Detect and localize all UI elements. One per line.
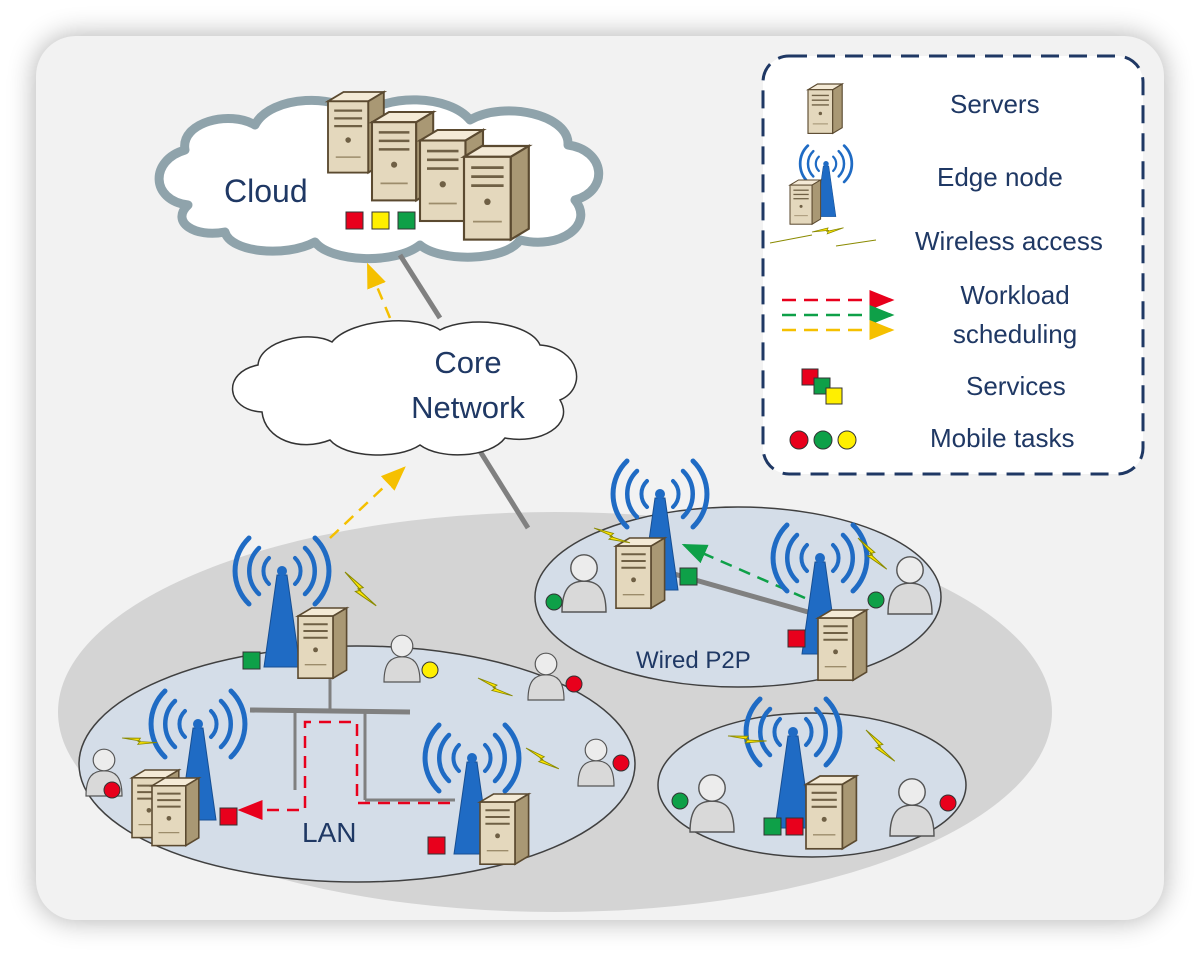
schedule-arrow-to-cloud — [366, 262, 392, 319]
server-icon — [816, 608, 868, 682]
legend-workload-line1: Workload — [960, 280, 1069, 310]
task-green — [867, 591, 885, 609]
service-red — [345, 211, 364, 230]
core-network-icon — [231, 320, 578, 456]
schedule-arrow-to-core — [329, 466, 406, 539]
lan-bus — [249, 665, 455, 802]
lan-label: LAN — [302, 817, 356, 848]
task-red — [103, 781, 121, 799]
server-icon — [296, 606, 348, 680]
server-icon — [804, 774, 858, 850]
server-icon — [462, 144, 531, 241]
core-edge-link — [475, 446, 531, 530]
legend-workload-line2: scheduling — [953, 319, 1077, 349]
server-icon — [478, 792, 530, 866]
edge-node-lan-left — [131, 691, 245, 847]
service-red — [219, 807, 238, 826]
server-icon — [614, 536, 666, 610]
wired-p2p-label: Wired P2P — [636, 647, 751, 674]
service-green — [763, 817, 782, 836]
edge-node-lan-top — [235, 538, 348, 680]
service-green — [679, 567, 698, 586]
legend-tasks-label: Mobile tasks — [930, 423, 1075, 453]
legend-scheduling-arrows — [782, 290, 895, 340]
edge-node-p2p-left — [613, 461, 707, 610]
task-red — [939, 794, 957, 812]
cloud-core-link — [397, 253, 443, 320]
edge-node-lan-right — [425, 725, 530, 866]
server-icon — [151, 777, 200, 847]
cloud-label: Cloud — [224, 173, 308, 209]
service-red — [785, 817, 804, 836]
service-red — [787, 629, 806, 648]
legend-services-label: Services — [966, 371, 1066, 401]
task-green — [671, 792, 689, 810]
service-green — [242, 651, 261, 670]
legend-wireless-label: Wireless access — [915, 226, 1103, 256]
service-green — [397, 211, 416, 230]
legend-services-icon — [801, 368, 843, 405]
edge-node-wireless — [746, 699, 858, 850]
task-yellow — [421, 661, 439, 679]
lan-schedule-arrow — [237, 720, 450, 820]
service-yellow — [371, 211, 390, 230]
task-red — [565, 675, 583, 693]
legend-tasks-icon — [789, 430, 857, 450]
legend-server-icon — [807, 83, 843, 135]
core-label-line1: Core — [434, 345, 501, 380]
legend-servers-label: Servers — [950, 89, 1040, 119]
task-red — [612, 754, 630, 772]
service-red — [427, 836, 446, 855]
legend: Servers Edge node Wireless access Worklo… — [761, 54, 1145, 476]
edge-node-p2p-right — [773, 525, 868, 682]
legend-edge-node-label: Edge node — [937, 162, 1063, 192]
task-green — [545, 593, 563, 611]
core-label-line2: Network — [411, 390, 525, 425]
